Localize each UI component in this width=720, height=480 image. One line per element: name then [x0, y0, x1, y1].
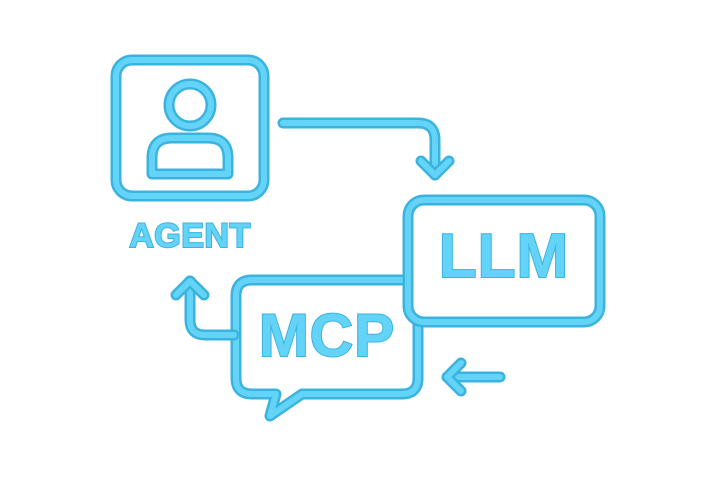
agent-box	[110, 54, 270, 202]
llm-label: LLM	[438, 222, 570, 291]
arrow-mcp-to-agent	[170, 275, 240, 341]
mcp-label: MCP	[258, 302, 396, 369]
user-icon	[146, 78, 234, 180]
arrow-agent-to-llm	[277, 117, 455, 181]
llm-box	[402, 194, 606, 328]
arrow-llm-to-mcp	[441, 357, 506, 397]
agent-label: AGENT	[128, 217, 251, 255]
